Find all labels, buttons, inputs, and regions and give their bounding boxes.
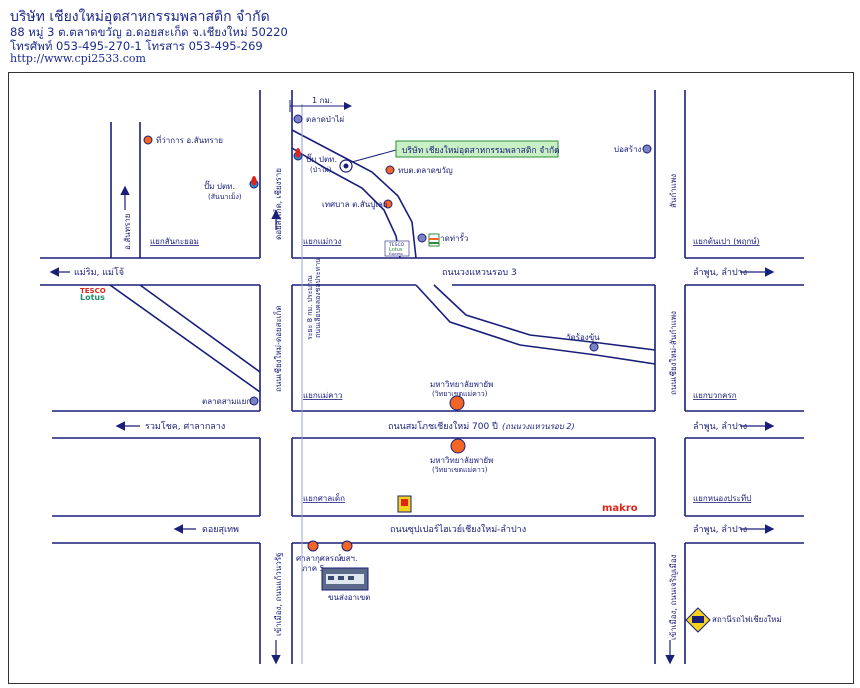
road-doisaket-chiangrai-label: ดอยสะเก็ด, เชียงราย [273, 168, 283, 240]
intersection-sansalek: แยกศาลเด็ก [303, 493, 345, 503]
intersection-buakrok: แยกบวกครก [693, 391, 737, 400]
label-bosang: บ่อสร้าง [614, 145, 642, 154]
company-name: บริษัท เชียงใหม่อุตสาหกรรมพลาสติก จำกัด [10, 9, 270, 25]
road-kaewnawarat-label: เข้าเมือง, ถนนแก้วนวรัฐ [274, 553, 283, 636]
direction-maerim: แม่ริม, แม่โจ้ [74, 267, 124, 278]
direction-rommachot: รวมโชค, ศาลากลาง [145, 421, 225, 432]
makro-logo: makro [602, 503, 638, 514]
marker-market-samyaek [249, 396, 259, 406]
marker-wat [589, 342, 599, 352]
label-market-samyaek: ตลาดสามแยก [202, 397, 251, 406]
store-icon [397, 495, 412, 513]
label-ptt-pakhan-1: ปั๊ม ปตท. [306, 153, 337, 164]
label-ptt-pakhan-2: (ป่าไผ่) [310, 165, 332, 174]
intersection-tonpao: แยกต้นเปา (พฤกษ์) [693, 236, 760, 246]
label-market-pakhan: ตลาดป่าไผ่ [306, 115, 344, 124]
label-railway: สถานีรถไฟเชียงใหม่ [712, 615, 782, 624]
road-sankamphaeng-label: ถนนเชียงใหม่-สันกำแพง [669, 311, 678, 395]
label-tas: ขสฯ. [340, 554, 357, 563]
intersection-nongpratip: แยกหนองประทีป [693, 494, 751, 503]
label-univ-1-line2: (วิทยาเขตแม่คาว) [432, 390, 488, 398]
marker-district-sansai [143, 135, 153, 145]
label-ptt-sannamueng-2: (สันนาเม็ง) [208, 192, 242, 201]
marker-municipality [383, 199, 393, 209]
label-post-office: ทบต.ตลาดขวัญ [398, 166, 453, 175]
svg-text:Lotus: Lotus [389, 247, 403, 253]
distance-note: ระยะ 8 กม. ประมาณ [306, 275, 314, 340]
tesco-lotus-logo: TESCO Lotus [80, 287, 106, 302]
intersection-maekhao: แยกแม่คาว [303, 391, 342, 400]
map-frame [8, 72, 854, 684]
intersection-sankrasom: แยกสันกะยอม [150, 237, 199, 246]
map-markers [143, 114, 652, 552]
seven-eleven-icon [428, 233, 440, 247]
road-doisaket-label: ถนนเชียงใหม่-ดอยสะเก็ด [273, 305, 283, 392]
road-sansai-label: อ.สันทราย [123, 214, 132, 250]
road-network [40, 90, 804, 664]
label-wat: วัดร้องขุ้น [566, 333, 600, 342]
direction-lamphun-2: ลำพูน, ลำปาง [693, 421, 747, 432]
direction-arrows [49, 185, 775, 665]
company-website[interactable]: http://www.cpi2533.com [10, 52, 146, 65]
company-phone: โทรศัพท์ 053-495-270-1 โทรสาร 053-495-26… [10, 39, 263, 53]
label-highway-dept-1: ศาลากุศลรณ์ [296, 553, 342, 563]
marker-highway-dept [307, 540, 319, 552]
irrigation-canal-label: ถนนเลียบคลองชลประทาน [314, 258, 322, 338]
label-univ-1-line1: มหาวิทยาลัยพายัพ [430, 380, 493, 389]
scale-bar [289, 100, 352, 112]
label-univ-2-line1: มหาวิทยาลัยพายัพ [430, 456, 493, 465]
road-superhighway-label: ถนนซุปเปอร์ไฮเวย์เชียงใหม่-ลำปาง [390, 523, 526, 535]
direction-lamphun-3: ลำพูน, ลำปาง [693, 524, 747, 535]
svg-text:TESCO: TESCO [388, 242, 405, 248]
label-univ-2-line2: (วิทยาเขตแม่คาว) [432, 466, 488, 474]
marker-post-office [385, 165, 395, 175]
direction-lamphun-1: ลำพูน, ลำปาง [693, 267, 747, 278]
marker-market-pakhan [293, 114, 303, 124]
label-highway-dept-2: ภาค 5 [302, 564, 325, 573]
svg-text:TESCO: TESCO [80, 287, 106, 295]
company-address: 88 หมู่ 3 ต.ตลาดขวัญ อ.ดอยสะเก็ด จ.เชียง… [10, 25, 288, 39]
company-callout-label: บริษัท เชียงใหม่อุตสาหกรรมพลาสติก จำกัด [402, 145, 560, 156]
marker-bosang [642, 144, 652, 154]
label-bus-terminal: ขนส่งอาเขต [328, 593, 370, 602]
marker-tas [341, 540, 353, 552]
label-district-sansai: ที่ว่าการ อ.สันทราย [156, 134, 223, 145]
intersection-maekuang: แยกแม่กวง [303, 237, 341, 246]
road-700-label: ถนนสมโภชเชียงใหม่ 700 ปี [388, 421, 498, 432]
svg-text:Lotus: Lotus [80, 293, 105, 302]
label-municipality: เทศบาล ต.สันปูเลย [322, 200, 388, 210]
label-ptt-sannamueng-1: ปั๊ม ปตท. [204, 180, 235, 191]
tesco-express-logo: TESCO Lotus Express [384, 240, 410, 257]
bus-terminal-picture [321, 567, 369, 591]
marker-univ-1 [449, 395, 465, 411]
marker-market-tharuea [417, 233, 427, 243]
scale-label: 1 กม. [312, 96, 332, 105]
road-700-alt-label: (ถนนวงแหวนรอบ 2) [502, 422, 575, 431]
road-ring3-label: ถนนวงแหวนรอบ 3 [442, 268, 517, 278]
marker-univ-2 [450, 438, 466, 454]
label-market-tharuea: ตลาดท่ารั้ว [430, 232, 468, 243]
railway-icon [685, 607, 711, 633]
ptt-icons [251, 148, 301, 186]
road-charoenmuang-label: เข้าเมือง, ถนนเจริญเมือง [669, 554, 678, 640]
road-sankamphaeng-north-label: สันกำแพง [669, 174, 678, 208]
direction-doisuthep: ดอยสุเทพ [202, 525, 239, 535]
company-callout-box [395, 140, 559, 158]
svg-text:Express: Express [389, 252, 403, 256]
